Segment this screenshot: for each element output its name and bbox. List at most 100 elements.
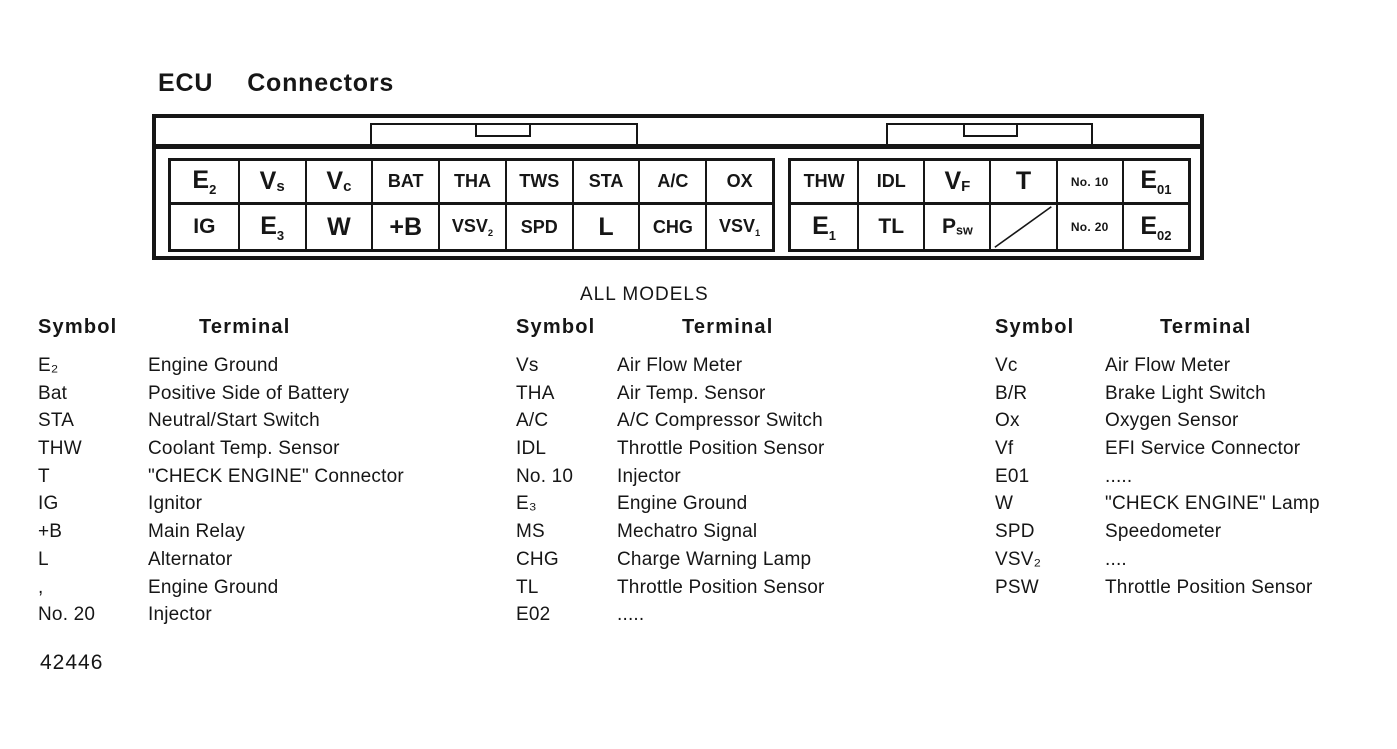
pin-cell-w: W [304, 205, 372, 249]
pin-block-right: THW IDL VF T No. 10 E01 E1 TL Psw No. 20… [788, 158, 1191, 252]
pin-cell-tha: THA [438, 161, 505, 205]
ecu-connector-diagram: E2 Vs Vc BAT THA TWS STA A/C OX IG E3 W … [152, 114, 1204, 260]
legend-terminal: Charge Warning Lamp [617, 548, 812, 570]
legend-row: STA Neutral/Start Switch [38, 407, 404, 435]
legend-row: TL Throttle Position Sensor [516, 574, 825, 602]
legend-symbol: VSV₂ [995, 548, 1042, 570]
legend-row: VSV₂.... [995, 546, 1320, 574]
legend-row: E₃ Engine Ground [516, 490, 825, 518]
pin-cell-vc: Vc [304, 161, 372, 205]
legend-terminal: EFI Service Connector [1105, 438, 1301, 460]
pin-cell-ox: OX [705, 161, 772, 205]
pin-cell-ac: A/C [638, 161, 706, 205]
legend-symbol: THA [516, 382, 555, 404]
pin-cell-e3: E3 [237, 205, 305, 249]
pin-cell-t: T [989, 161, 1056, 205]
pin-cell-bat: BAT [371, 161, 439, 205]
page-title-word2: Connectors [247, 69, 395, 97]
legend1-symbol-header: Symbol [38, 316, 118, 338]
legend-row: E01..... [995, 463, 1320, 491]
legend-symbol: MS [516, 521, 545, 543]
legend-symbol: Bat [38, 382, 68, 404]
legend-column-1: E₂ Engine Ground Bat Positive Side of Batt… [38, 352, 404, 629]
pin-cell-thw: THW [791, 161, 858, 205]
pin-cell-vf: VF [923, 161, 990, 205]
legend-symbol: IDL [516, 438, 547, 460]
pin-cell-e2: E2 [171, 161, 238, 205]
legend-symbol: E₃ [516, 493, 537, 515]
legend-terminal: Engine Ground [617, 493, 748, 515]
legend-terminal: Mechatro Signal [617, 521, 758, 543]
legend-symbol: SPD [995, 521, 1035, 543]
diagonal-slash [991, 205, 1055, 249]
legend2-terminal-header: Terminal [682, 316, 774, 338]
legend-symbol: No. 20 [38, 604, 96, 626]
legend-row: Bat Positive Side of Battery [38, 380, 404, 408]
legend-terminal: Throttle Position Sensor [1105, 576, 1313, 598]
legend-terminal: Positive Side of Battery [148, 382, 350, 404]
legend-terminal: Engine Ground [148, 355, 279, 376]
legend-symbol: B/R [995, 382, 1028, 404]
legend1-terminal-header: Terminal [199, 316, 291, 338]
legend-row: MS Mechatro Signal [516, 518, 825, 546]
legend-terminal: Neutral/Start Switch [148, 410, 320, 432]
legend-row: T"CHECK ENGINE" Connector [38, 463, 404, 491]
legend-terminal: Coolant Temp. Sensor [148, 438, 340, 460]
legend-symbol: Vf [995, 438, 1014, 460]
pin-cell-tws: TWS [504, 161, 572, 205]
legend-symbol: Vc [995, 355, 1018, 376]
legend-terminal: Oxygen Sensor [1105, 410, 1239, 432]
legend-terminal: Throttle Position Sensor [617, 438, 825, 460]
legend-row: CHG Charge Warning Lamp [516, 546, 825, 574]
legend-terminal: Throttle Position Sensor [617, 576, 825, 598]
pin-block-left: E2 Vs Vc BAT THA TWS STA A/C OX IG E3 W … [168, 158, 775, 252]
legend-row: W"CHECK ENGINE" Lamp [995, 490, 1320, 518]
legend-terminal: Brake Light Switch [1105, 382, 1266, 404]
legend-symbol: STA [38, 410, 75, 432]
legend-symbol: A/C [516, 410, 549, 432]
legend-symbol: Vs [516, 355, 539, 376]
legend-row: E02..... [516, 601, 825, 629]
legend3-symbol-header: Symbol [995, 316, 1075, 338]
connector-tab-left [370, 123, 638, 146]
legend-terminal: "CHECK ENGINE" Lamp [1105, 493, 1320, 515]
pin-cell-plus-b: +B [371, 205, 438, 249]
pin-cell-sta: STA [571, 161, 639, 205]
legend-terminal: Injector [617, 465, 681, 487]
legend-symbol: CHG [516, 548, 559, 570]
pin-cell-e01: E01 [1121, 161, 1188, 205]
legend-terminal: Ignitor [148, 493, 203, 515]
legend-terminal: .... [1105, 548, 1127, 570]
legend-symbol: E₂ [38, 355, 59, 376]
legend-symbol: Ox [995, 410, 1020, 432]
pin-cell-no20: No. 20 [1055, 205, 1122, 249]
pin-cell-ig: IG [193, 215, 216, 238]
connector-divider-line [156, 144, 1200, 149]
legend-row: E₂ Engine Ground [38, 352, 404, 380]
pin-cell-no10: No. 10 [1055, 161, 1122, 205]
connector-tab-right [886, 123, 1093, 146]
connector-notch-left [475, 125, 531, 137]
pin-cell-blank [989, 205, 1055, 249]
legend-terminal: Injector [148, 604, 212, 626]
legend-terminal: Alternator [148, 548, 233, 570]
legend-symbol: +B [38, 521, 63, 543]
legend-row: B/R Brake Light Switch [995, 380, 1320, 408]
figure-number: 42446 [40, 651, 104, 674]
legend-row: IDL Throttle Position Sensor [516, 435, 825, 463]
legend-terminal: ..... [617, 604, 645, 626]
pin-cell-vs: Vs [237, 161, 305, 205]
legend-symbol: TL [516, 576, 539, 598]
legend-row: Vf EFI Service Connector [995, 435, 1320, 463]
